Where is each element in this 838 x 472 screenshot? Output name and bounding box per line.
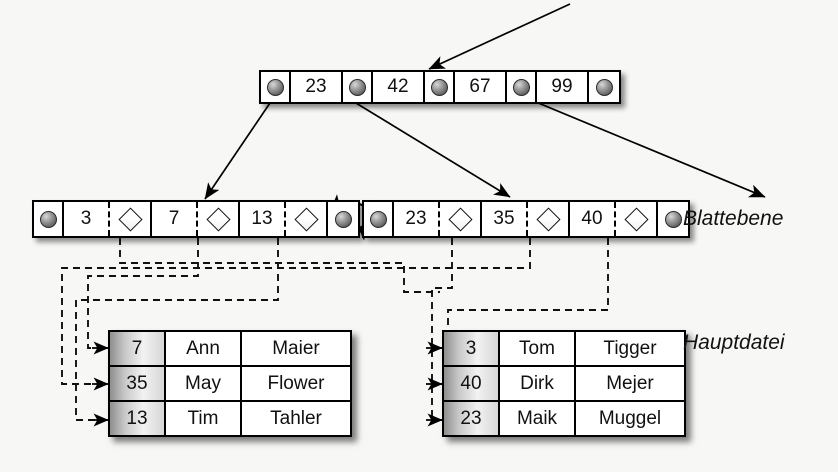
- row-id: 35: [110, 367, 166, 400]
- table-row[interactable]: 35 May Flower: [110, 367, 350, 402]
- root-pointer-4[interactable]: [589, 72, 619, 102]
- root-key-3: 99: [537, 72, 589, 102]
- root-pointer-3[interactable]: [507, 72, 537, 102]
- row-firstname: Ann: [166, 332, 242, 365]
- pointer-ball-icon: [39, 210, 57, 228]
- diamond-tid-icon: [535, 206, 561, 232]
- row-firstname: Tom: [500, 332, 576, 365]
- root-pointer-1[interactable]: [343, 72, 373, 102]
- label-hauptdatei: Hauptdatei: [683, 331, 785, 354]
- row-id: 13: [110, 402, 166, 435]
- root-pointer-0[interactable]: [261, 72, 291, 102]
- root-pointer-2[interactable]: [425, 72, 455, 102]
- pointer-ball-icon: [266, 78, 284, 96]
- table-row[interactable]: 23 Maik Muggel: [444, 402, 684, 435]
- pointer-ball-icon: [334, 210, 352, 228]
- row-id: 7: [110, 332, 166, 365]
- diamond-tid-icon: [117, 206, 143, 232]
- table-row[interactable]: 40 Dirk Mejer: [444, 367, 684, 402]
- leaf-left-key-2: 13: [240, 202, 284, 236]
- table-row[interactable]: 13 Tim Tahler: [110, 402, 350, 435]
- row-firstname: Maik: [500, 402, 576, 435]
- leaf-left-prev-pointer[interactable]: [34, 202, 64, 236]
- leaf-node-left[interactable]: 3 7 13: [32, 200, 360, 238]
- root-to-side-arrow: [518, 94, 766, 198]
- root-index-node[interactable]: 23 42 67 99: [259, 70, 621, 104]
- root-to-right-leaf-arrow: [350, 99, 511, 198]
- leaf-right-prev-pointer[interactable]: [364, 202, 394, 236]
- leaf-right-next-pointer[interactable]: [658, 202, 688, 236]
- row-lastname: Maier: [272, 337, 320, 359]
- tid-link-3: [119, 238, 440, 293]
- leaf-right-key-2: 40: [570, 202, 614, 236]
- row-lastname: Tigger: [603, 337, 657, 359]
- leaf-left-key-1: 7: [152, 202, 196, 236]
- pointer-ball-icon: [348, 78, 366, 96]
- leaf-right-tid-2[interactable]: [614, 202, 658, 236]
- leaf-node-right[interactable]: 23 35 40: [362, 200, 690, 238]
- row-id: 3: [444, 332, 500, 365]
- row-id: 40: [444, 367, 500, 400]
- incoming-root-arrow: [428, 3, 571, 70]
- leaf-left-next-pointer[interactable]: [328, 202, 358, 236]
- leaf-right-key-1: 35: [482, 202, 526, 236]
- row-lastname: Tahler: [270, 407, 322, 429]
- row-lastname: Mejer: [606, 372, 654, 394]
- root-key-1: 42: [373, 72, 425, 102]
- pointer-ball-icon: [430, 78, 448, 96]
- table-row[interactable]: 7 Ann Maier: [110, 332, 350, 367]
- root-key-2: 67: [455, 72, 507, 102]
- diamond-tid-icon: [447, 206, 473, 232]
- row-firstname: Tim: [166, 402, 242, 435]
- row-firstname: Dirk: [500, 367, 576, 400]
- root-key-0: 23: [291, 72, 343, 102]
- leaf-left-tid-0[interactable]: [108, 202, 152, 236]
- leaf-right-tid-0[interactable]: [438, 202, 482, 236]
- row-lastname: Flower: [267, 372, 325, 394]
- row-lastname: Muggel: [598, 407, 662, 429]
- diamond-tid-icon: [205, 206, 231, 232]
- pointer-ball-icon: [369, 210, 387, 228]
- pointer-ball-icon: [664, 210, 682, 228]
- row-firstname: May: [166, 367, 242, 400]
- leaf-left-key-0: 3: [64, 202, 108, 236]
- leaf-left-tid-2[interactable]: [284, 202, 328, 236]
- main-file-table-left[interactable]: 7 Ann Maier 35 May Flower 13 Tim Tahler: [108, 330, 352, 437]
- row-id: 23: [444, 402, 500, 435]
- root-to-left-leaf-arrow: [204, 99, 273, 200]
- pointer-ball-icon: [512, 78, 530, 96]
- leaf-left-tid-1[interactable]: [196, 202, 240, 236]
- leaf-right-key-0: 23: [394, 202, 438, 236]
- main-file-table-right[interactable]: 3 Tom Tigger 40 Dirk Mejer 23 Maik Mugge…: [442, 330, 686, 437]
- table-row[interactable]: 3 Tom Tigger: [444, 332, 684, 367]
- diamond-tid-icon: [623, 206, 649, 232]
- label-blattebene: Blattebene: [683, 207, 784, 230]
- pointer-ball-icon: [595, 78, 613, 96]
- diamond-tid-icon: [293, 206, 319, 232]
- leaf-right-tid-1[interactable]: [526, 202, 570, 236]
